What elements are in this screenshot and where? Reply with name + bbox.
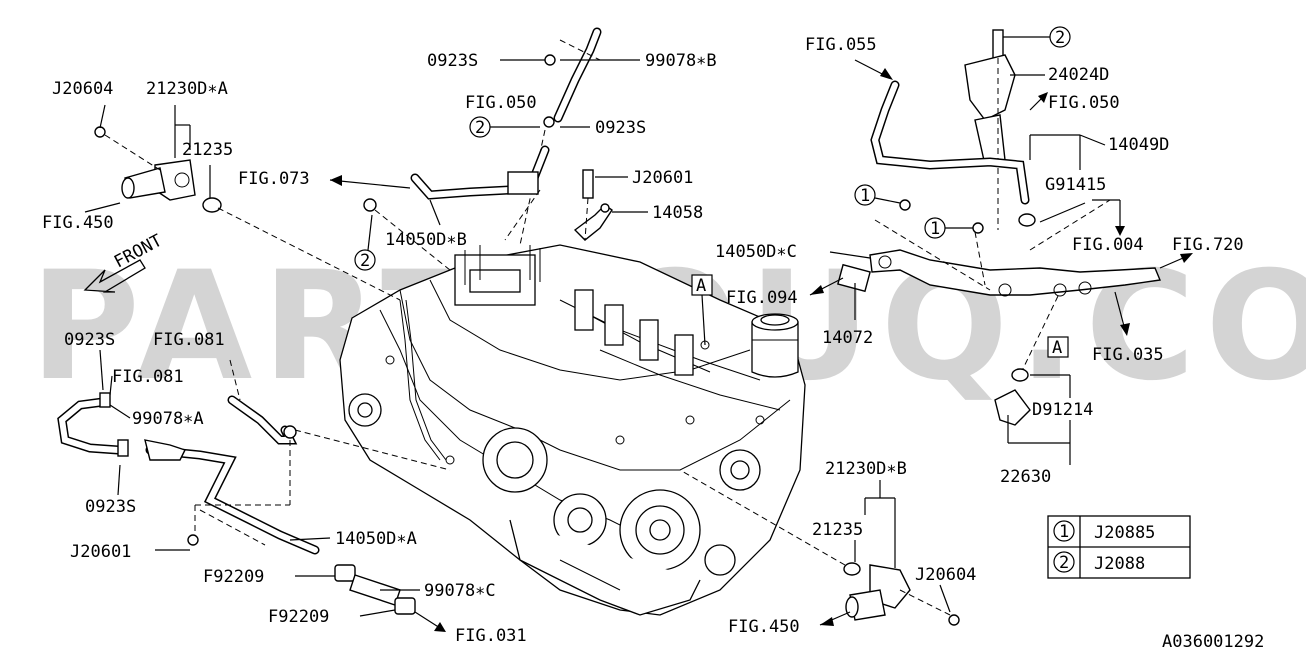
- part-21230da: [94, 126, 222, 213]
- part-99078b: [543, 27, 602, 128]
- label-fig035: FIG.035: [1092, 345, 1164, 365]
- label-99078a: 99078∗A: [132, 409, 204, 429]
- label-d91214: D91214: [1032, 400, 1093, 420]
- label-fig073: FIG.073: [238, 169, 310, 189]
- label-14050dc: 14050D∗C: [715, 242, 797, 262]
- label-fig050-right: FIG.050: [1048, 93, 1120, 113]
- label-fig720: FIG.720: [1172, 235, 1244, 255]
- label-fig081-b: FIG.081: [112, 367, 184, 387]
- ref-a-right: A: [1052, 338, 1062, 358]
- label-24024d: 24024D: [1048, 65, 1109, 85]
- label-j20604-right: J20604: [915, 565, 976, 585]
- svg-text:1: 1: [860, 186, 870, 206]
- callout-2-a: 2: [469, 116, 491, 138]
- label-22630: 22630: [1000, 467, 1051, 487]
- callout-1-a: 1: [854, 184, 876, 206]
- label-21230db: 21230D∗B: [825, 459, 907, 479]
- label-j20601-top: J20601: [632, 168, 693, 188]
- part-22630: [994, 368, 1031, 426]
- part-14049d: [870, 80, 1036, 227]
- legend-num-2: 2: [1059, 553, 1069, 573]
- diagram-id: A036001292: [1162, 632, 1264, 652]
- legend-part-2: J2088: [1094, 554, 1145, 574]
- ref-a-top: A: [696, 276, 706, 296]
- part-14058: [573, 169, 613, 241]
- front-arrow-icon: [83, 259, 146, 293]
- label-fig031: FIG.031: [455, 626, 527, 646]
- label-fig450-right: FIG.450: [728, 617, 800, 637]
- label-f92209-b: F92209: [268, 607, 329, 627]
- svg-text:1: 1: [930, 219, 940, 239]
- svg-text:2: 2: [360, 251, 370, 271]
- label-fig081-a: FIG.081: [153, 330, 225, 350]
- label-14049d: 14049D: [1108, 135, 1169, 155]
- legend-table: 1 J20885 2 J2088: [1047, 515, 1191, 579]
- label-fig094: FIG.094: [726, 288, 798, 308]
- part-99078c: [334, 564, 416, 615]
- label-99078b: 99078∗B: [645, 51, 717, 71]
- label-14050da: 14050D∗A: [335, 529, 417, 549]
- label-j20604-left: J20604: [52, 79, 113, 99]
- svg-text:2: 2: [475, 118, 485, 138]
- callout-2-c: 2: [1049, 26, 1071, 48]
- legend-row-2: 2 J2088: [1053, 551, 1145, 574]
- callout-2-b: 2: [354, 249, 376, 271]
- label-0923s-left2: 0923S: [85, 497, 136, 517]
- engine-assembly: [339, 244, 806, 616]
- part-21230db: [843, 562, 960, 626]
- part-14050da: [144, 395, 320, 555]
- svg-text:2: 2: [1055, 28, 1065, 48]
- legend-part-1: J20885: [1094, 523, 1155, 543]
- label-fig450-left: FIG.450: [42, 213, 114, 233]
- label-0923s-mid: 0923S: [595, 118, 646, 138]
- label-14050db: 14050D∗B: [385, 230, 467, 250]
- label-14058: 14058: [652, 203, 703, 223]
- label-j20601-left: J20601: [70, 542, 131, 562]
- label-fig055: FIG.055: [805, 35, 877, 55]
- part-99078a: [57, 392, 129, 457]
- label-f92209-a: F92209: [203, 567, 264, 587]
- label-21230da: 21230D∗A: [146, 79, 228, 99]
- label-fig004: FIG.004: [1072, 235, 1144, 255]
- label-21235-left: 21235: [182, 140, 233, 160]
- legend-row-1: 1 J20885: [1053, 520, 1155, 543]
- part-24024d: [964, 29, 1016, 166]
- label-14072: 14072: [822, 328, 873, 348]
- label-0923s-top: 0923S: [427, 51, 478, 71]
- label-21235-right: 21235: [812, 520, 863, 540]
- label-99078c: 99078∗C: [424, 581, 496, 601]
- label-0923s-left: 0923S: [64, 330, 115, 350]
- label-fig050-top: FIG.050: [465, 93, 537, 113]
- callout-1-b: 1: [924, 217, 946, 239]
- part-14050db: [363, 145, 550, 212]
- legend-num-1: 1: [1059, 522, 1069, 542]
- label-g91415: G91415: [1045, 175, 1106, 195]
- part-14050dc: [837, 199, 1161, 297]
